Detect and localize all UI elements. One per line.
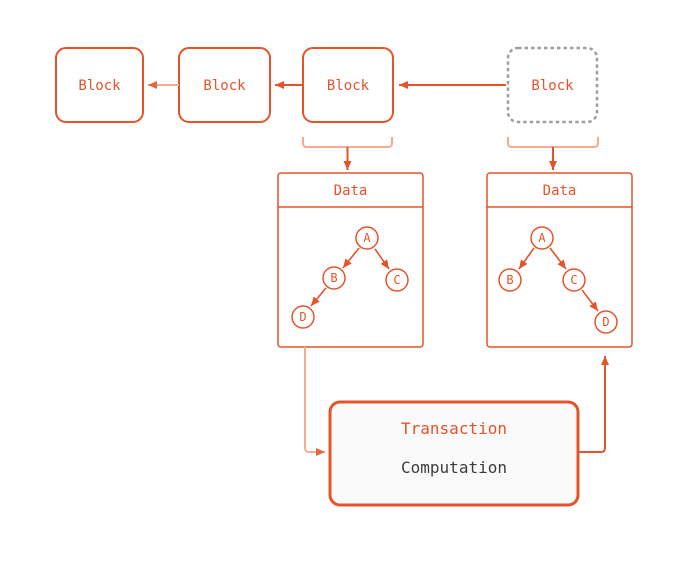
- tree-left-node-d-label: D: [299, 310, 306, 324]
- fork-bracket-left: [302, 137, 393, 170]
- data-panel-right: Data A B C D: [486, 172, 633, 348]
- tree-right-node-d: [594, 310, 618, 334]
- tree-left-node-b-label: B: [330, 271, 337, 285]
- bracket-left-shape: [302, 137, 393, 148]
- tree-left-edge-b-d: [310, 287, 327, 307]
- tree-right-edge-c-d: [581, 289, 599, 312]
- tree-right-node-b: [498, 268, 522, 292]
- merkle-tree-right: A B C D: [498, 226, 618, 334]
- transaction-box: Transaction Computation: [328, 400, 580, 507]
- data-panel-left-title: Data: [334, 183, 368, 199]
- tree-right-node-c-label: C: [570, 273, 577, 287]
- block-4-label: Block: [531, 78, 574, 94]
- tree-right-node-a: [530, 226, 554, 250]
- fork-bracket-right: [507, 137, 599, 170]
- transaction-title: Transaction: [401, 419, 507, 438]
- tree-left-edge-a-b: [342, 247, 360, 269]
- tree-left-node-c-label: C: [393, 273, 400, 287]
- bracket-right-shape: [507, 137, 599, 148]
- block-1-label: Block: [78, 78, 121, 94]
- block-2-label: Block: [203, 78, 246, 94]
- merkle-tree-left: A B C D: [291, 226, 409, 329]
- tree-right-edge-a-c: [549, 247, 567, 270]
- transaction-rect: [328, 400, 580, 507]
- tree-right-node-d-label: D: [602, 315, 609, 329]
- tree-left-node-d: [291, 305, 315, 329]
- tree-right-node-a-label: A: [538, 231, 546, 245]
- tree-left-node-a-label: A: [363, 231, 371, 245]
- data-panel-right-title: Data: [543, 183, 577, 199]
- tree-left-node-a: [355, 226, 379, 250]
- block-4-pending: [506, 46, 599, 124]
- block-chain: Block Block Block Block: [55, 46, 599, 124]
- block-1: [55, 47, 144, 123]
- tree-right-edge-a-b: [518, 247, 535, 270]
- block-3-label: Block: [327, 78, 370, 94]
- tree-right-node-c: [562, 268, 586, 292]
- arrow-transaction-to-data-right: [578, 356, 609, 453]
- data-panel-left: Data A B C D: [277, 172, 424, 348]
- tree-left-edge-a-c: [374, 248, 390, 270]
- transaction-body: Computation: [401, 458, 507, 477]
- arrow-data-left-to-transaction: [304, 347, 325, 456]
- tree-left-node-b: [322, 266, 346, 290]
- tree-left-node-c: [385, 268, 409, 292]
- tree-right-node-b-label: B: [506, 273, 513, 287]
